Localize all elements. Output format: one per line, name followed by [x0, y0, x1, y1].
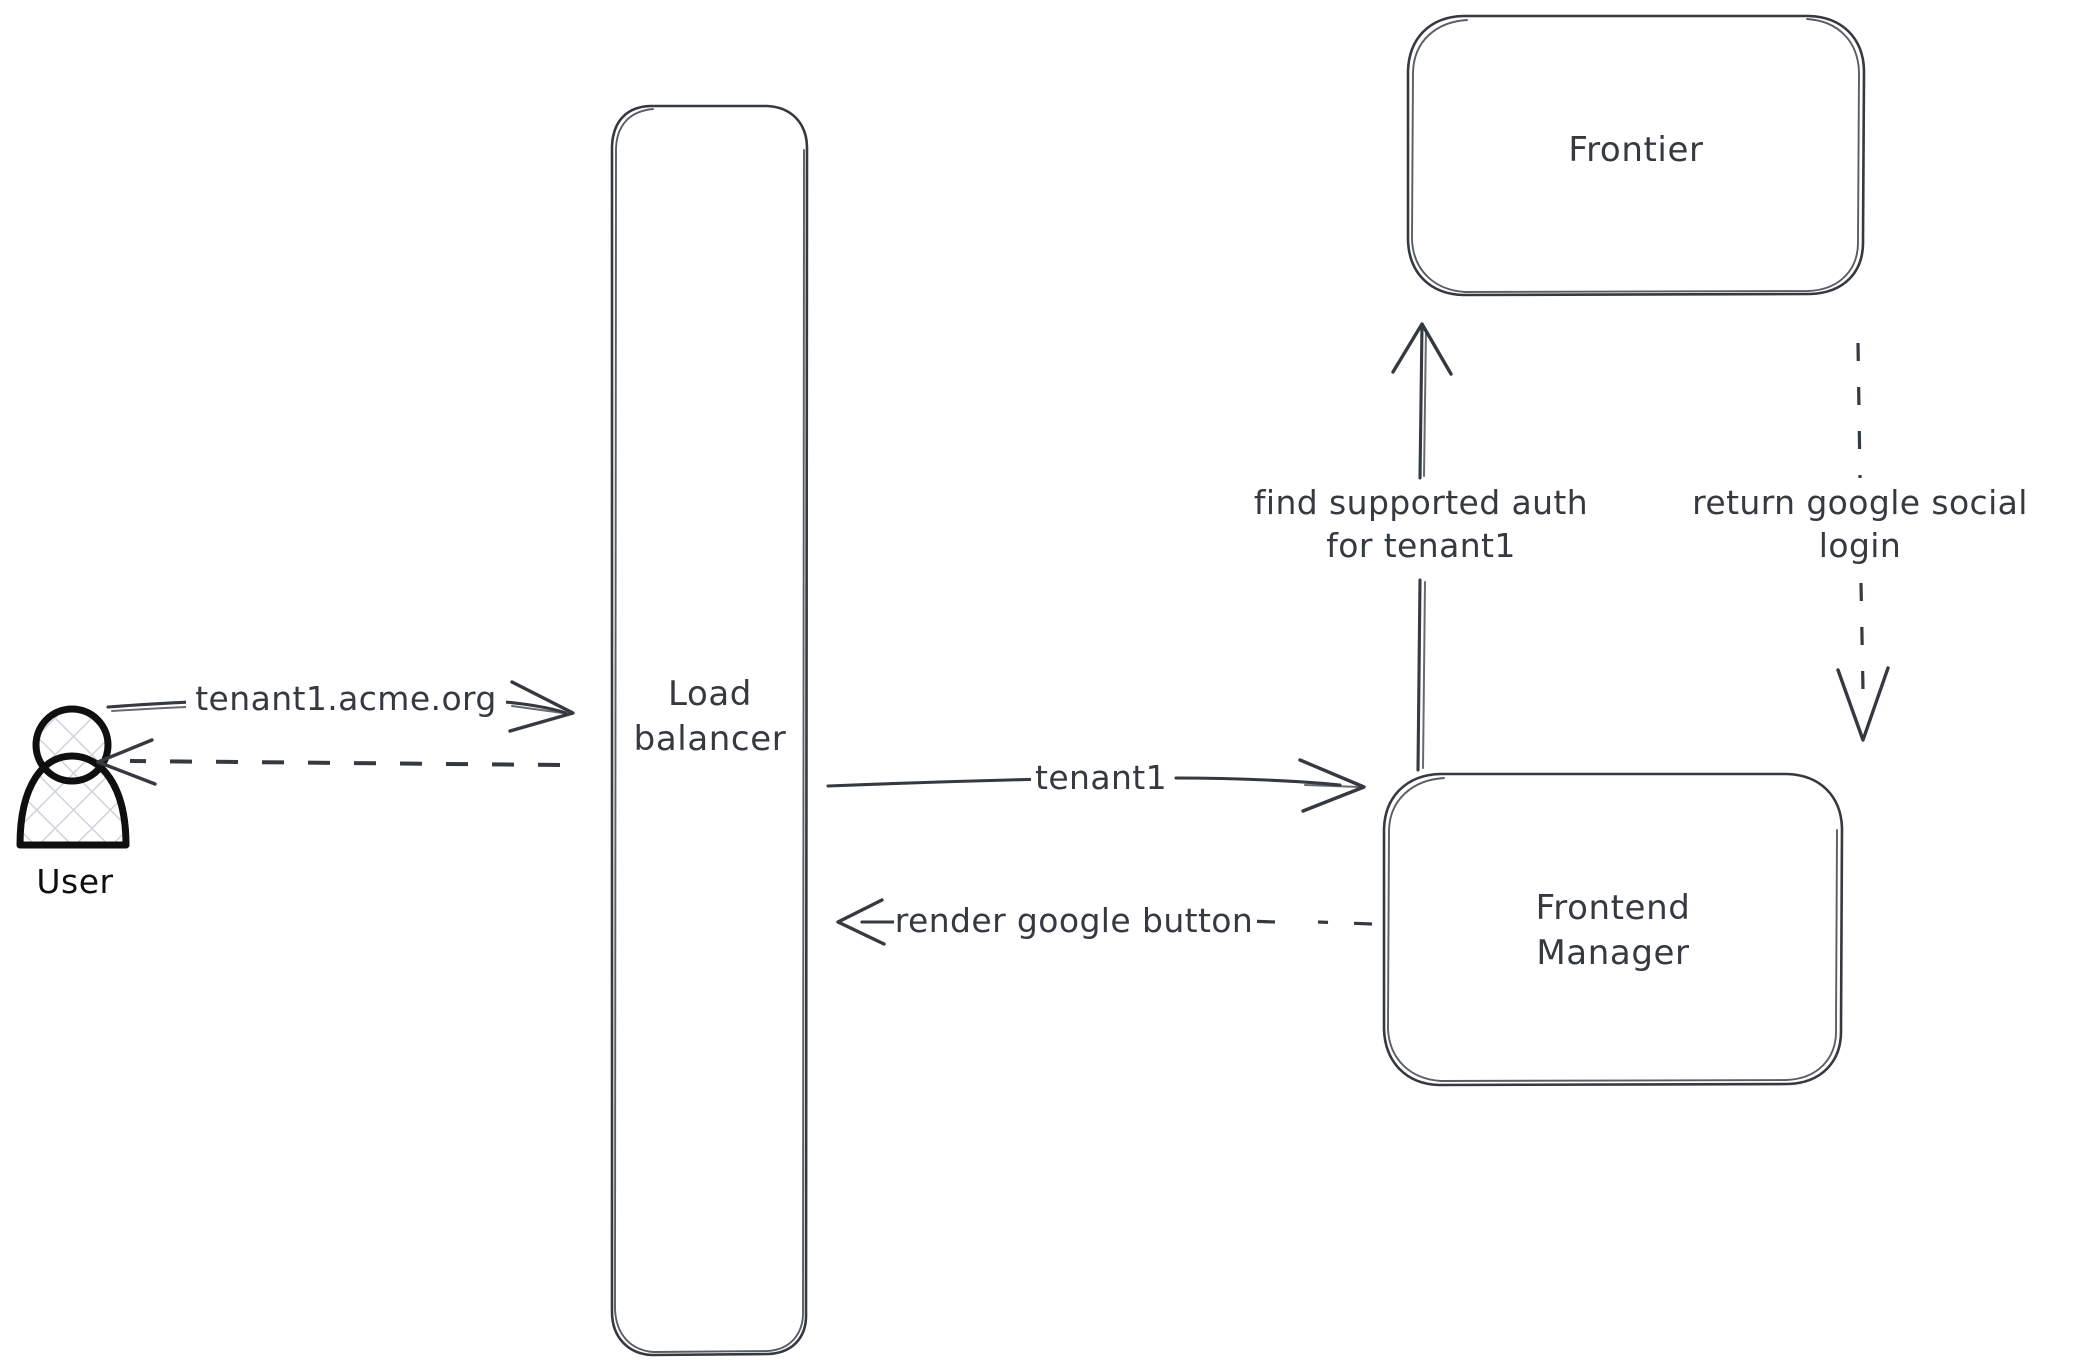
- edge-frontier-to-frontend-manager[interactable]: [1836, 342, 1890, 742]
- user-actor-icon: [16, 705, 130, 849]
- edge-frontend-manager-to-lb[interactable]: [836, 898, 1373, 946]
- edge-label-tenant1-acme-org: tenant1.acme.org: [186, 678, 506, 721]
- node-frontier-shape[interactable]: [1406, 14, 1866, 297]
- node-load-balancer-shape[interactable]: [610, 104, 809, 1357]
- edge-lb-to-user[interactable]: [96, 738, 561, 786]
- node-frontend-manager-shape[interactable]: [1382, 772, 1844, 1087]
- edge-label-return-google-social-login: return google social login: [1660, 482, 2060, 568]
- user-actor-label: User: [36, 862, 114, 901]
- edge-label-render-google-button: render google button: [894, 900, 1254, 943]
- edge-frontend-manager-to-frontier[interactable]: [1391, 322, 1453, 772]
- edge-label-find-supported-auth: find supported auth for tenant1: [1216, 482, 1626, 568]
- edge-label-tenant1: tenant1: [1031, 757, 1171, 800]
